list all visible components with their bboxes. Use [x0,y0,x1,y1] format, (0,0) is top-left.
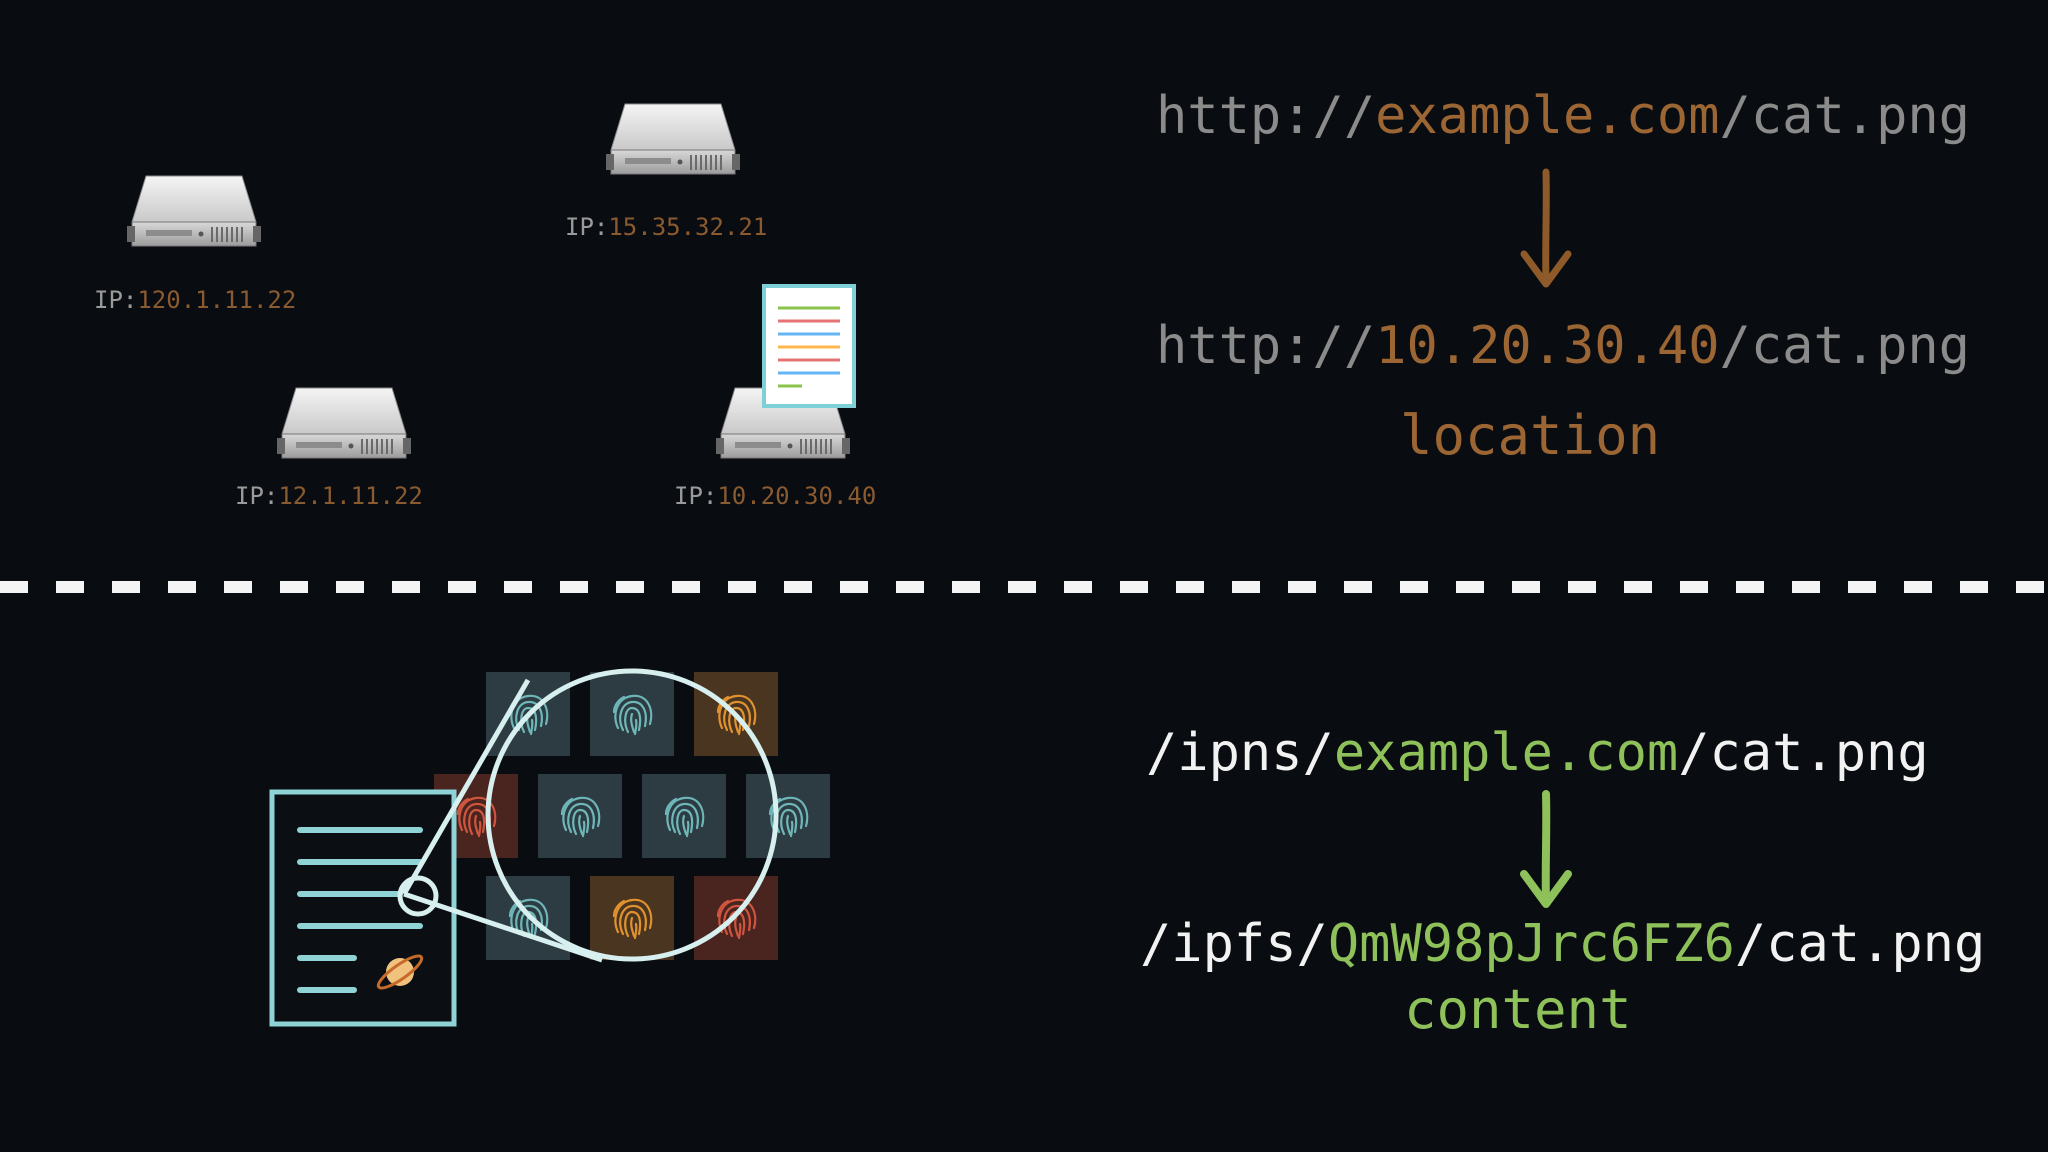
location-url-name: http://example.com/cat.png [1156,86,1970,146]
planet-icon [376,954,424,990]
section-divider [0,581,2048,593]
arrow-down-icon [1520,790,1572,908]
document-icon [762,284,856,408]
magnifier-icon [397,668,779,963]
server-ip-label: IP:10.20.30.40 [674,482,877,510]
server-icon [124,170,264,250]
fingerprint-grid [434,672,830,960]
server-ip-label: IP:15.35.32.21 [565,213,768,241]
content-document-illustration [269,668,779,1027]
location-caption: location [1400,404,1661,467]
content-caption: content [1404,978,1632,1041]
arrow-down-icon [1520,168,1572,288]
server-ip-label: IP:120.1.11.22 [94,286,297,314]
content-url-hash: /ipfs/QmW98pJrc6FZ6/cat.png [1140,914,1986,974]
server-ip-label: IP:12.1.11.22 [235,482,423,510]
document-icon [269,789,457,1027]
content-url-name: /ipns/example.com/cat.png [1146,723,1929,783]
server-icon [274,382,414,462]
server-icon [603,98,743,178]
location-url-ip: http://10.20.30.40/cat.png [1156,316,1970,376]
